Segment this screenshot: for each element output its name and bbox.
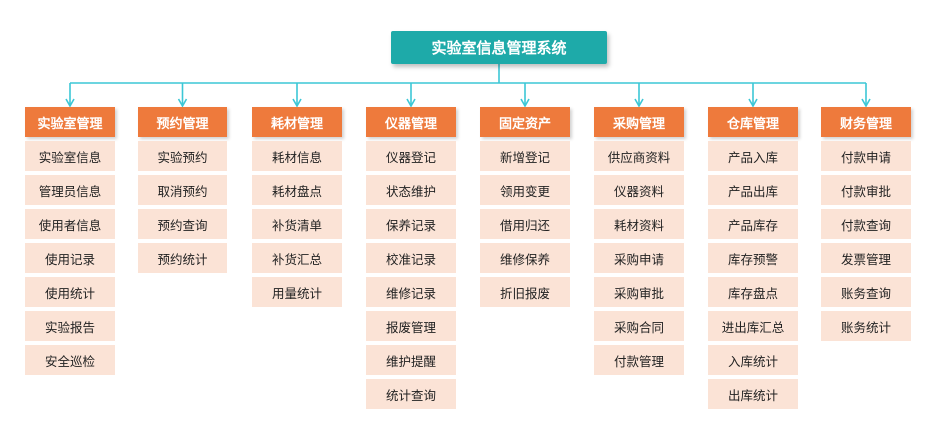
category-item: 付款审批 bbox=[821, 175, 911, 205]
category-item: 耗材资料 bbox=[594, 209, 684, 239]
category-item-list: 仪器登记状态维护保养记录校准记录维修记录报废管理维护提醒统计查询 bbox=[366, 141, 456, 409]
category-column: 固定资产新增登记领用变更借用归还维修保养折旧报废 bbox=[480, 107, 570, 307]
category-item: 新增登记 bbox=[480, 141, 570, 171]
category-item-list: 实验预约取消预约预约查询预约统计 bbox=[138, 141, 227, 273]
category-item-list: 产品入库产品出库产品库存库存预警库存盘点进出库汇总入库统计出库统计 bbox=[708, 141, 798, 409]
category-item: 使用者信息 bbox=[25, 209, 115, 239]
category-item: 实验预约 bbox=[138, 141, 227, 171]
category-item: 采购申请 bbox=[594, 243, 684, 273]
category-item: 使用记录 bbox=[25, 243, 115, 273]
category-item: 耗材盘点 bbox=[252, 175, 342, 205]
arrow-head bbox=[748, 98, 758, 108]
category-item: 补货汇总 bbox=[252, 243, 342, 273]
category-item: 产品入库 bbox=[708, 141, 798, 171]
category-item: 耗材信息 bbox=[252, 141, 342, 171]
category-header: 仓库管理 bbox=[708, 107, 798, 137]
category-item: 校准记录 bbox=[366, 243, 456, 273]
category-item: 库存预警 bbox=[708, 243, 798, 273]
category-column: 实验室管理实验室信息管理员信息使用者信息使用记录使用统计实验报告安全巡检 bbox=[25, 107, 115, 375]
category-header: 预约管理 bbox=[138, 107, 227, 137]
category-item: 付款申请 bbox=[821, 141, 911, 171]
category-item: 采购审批 bbox=[594, 277, 684, 307]
category-item-list: 实验室信息管理员信息使用者信息使用记录使用统计实验报告安全巡检 bbox=[25, 141, 115, 375]
category-item: 使用统计 bbox=[25, 277, 115, 307]
category-item: 付款查询 bbox=[821, 209, 911, 239]
category-item: 账务查询 bbox=[821, 277, 911, 307]
category-column: 仓库管理产品入库产品出库产品库存库存预警库存盘点进出库汇总入库统计出库统计 bbox=[708, 107, 798, 409]
category-item: 采购合同 bbox=[594, 311, 684, 341]
category-column: 采购管理供应商资料仪器资料耗材资料采购申请采购审批采购合同付款管理 bbox=[594, 107, 684, 375]
arrow-head bbox=[520, 98, 530, 108]
category-column: 预约管理实验预约取消预约预约查询预约统计 bbox=[138, 107, 227, 273]
arrow-head bbox=[406, 98, 416, 108]
category-item: 出库统计 bbox=[708, 379, 798, 409]
arrow-head bbox=[65, 98, 75, 108]
category-item: 预约统计 bbox=[138, 243, 227, 273]
arrow-head bbox=[292, 98, 302, 108]
category-item-list: 耗材信息耗材盘点补货清单补货汇总用量统计 bbox=[252, 141, 342, 307]
category-item: 借用归还 bbox=[480, 209, 570, 239]
category-item: 保养记录 bbox=[366, 209, 456, 239]
root-node: 实验室信息管理系统 bbox=[391, 31, 607, 64]
category-header: 采购管理 bbox=[594, 107, 684, 137]
category-column: 耗材管理耗材信息耗材盘点补货清单补货汇总用量统计 bbox=[252, 107, 342, 307]
category-item: 实验报告 bbox=[25, 311, 115, 341]
category-item: 库存盘点 bbox=[708, 277, 798, 307]
category-item: 统计查询 bbox=[366, 379, 456, 409]
category-item: 管理员信息 bbox=[25, 175, 115, 205]
arrow-head bbox=[177, 98, 188, 108]
category-header: 仪器管理 bbox=[366, 107, 456, 137]
category-item: 进出库汇总 bbox=[708, 311, 798, 341]
category-item: 预约查询 bbox=[138, 209, 227, 239]
category-item: 维修保养 bbox=[480, 243, 570, 273]
category-item: 实验室信息 bbox=[25, 141, 115, 171]
category-header: 财务管理 bbox=[821, 107, 911, 137]
category-item-list: 新增登记领用变更借用归还维修保养折旧报废 bbox=[480, 141, 570, 307]
category-item: 取消预约 bbox=[138, 175, 227, 205]
category-item: 领用变更 bbox=[480, 175, 570, 205]
category-item: 账务统计 bbox=[821, 311, 911, 341]
category-item: 产品出库 bbox=[708, 175, 798, 205]
category-item: 付款管理 bbox=[594, 345, 684, 375]
category-item-list: 供应商资料仪器资料耗材资料采购申请采购审批采购合同付款管理 bbox=[594, 141, 684, 375]
category-item: 状态维护 bbox=[366, 175, 456, 205]
category-column: 仪器管理仪器登记状态维护保养记录校准记录维修记录报废管理维护提醒统计查询 bbox=[366, 107, 456, 409]
category-item: 发票管理 bbox=[821, 243, 911, 273]
category-item: 仪器资料 bbox=[594, 175, 684, 205]
category-item: 仪器登记 bbox=[366, 141, 456, 171]
category-column: 财务管理付款申请付款审批付款查询发票管理账务查询账务统计 bbox=[821, 107, 911, 341]
category-header: 耗材管理 bbox=[252, 107, 342, 137]
category-header: 固定资产 bbox=[480, 107, 570, 137]
category-item: 产品库存 bbox=[708, 209, 798, 239]
category-item: 报废管理 bbox=[366, 311, 456, 341]
category-item-list: 付款申请付款审批付款查询发票管理账务查询账务统计 bbox=[821, 141, 911, 341]
arrow-head bbox=[861, 98, 871, 108]
category-item: 折旧报废 bbox=[480, 277, 570, 307]
category-item: 入库统计 bbox=[708, 345, 798, 375]
arrow-head bbox=[634, 98, 644, 108]
category-header: 实验室管理 bbox=[25, 107, 115, 137]
root-title: 实验室信息管理系统 bbox=[431, 39, 567, 57]
category-item: 用量统计 bbox=[252, 277, 342, 307]
category-item: 维修记录 bbox=[366, 277, 456, 307]
category-item: 安全巡检 bbox=[25, 345, 115, 375]
category-item: 补货清单 bbox=[252, 209, 342, 239]
category-item: 维护提醒 bbox=[366, 345, 456, 375]
category-item: 供应商资料 bbox=[594, 141, 684, 171]
